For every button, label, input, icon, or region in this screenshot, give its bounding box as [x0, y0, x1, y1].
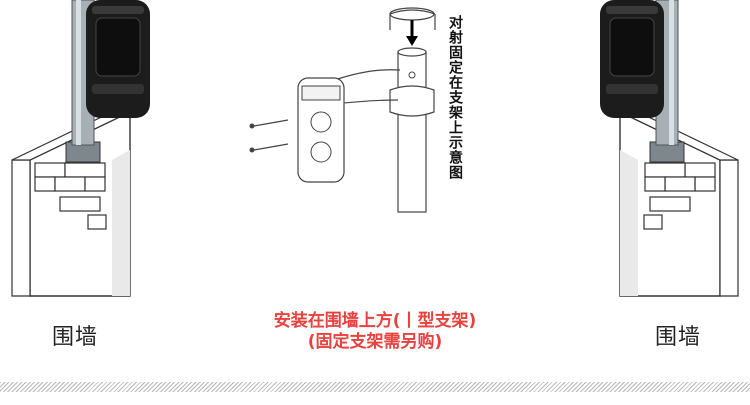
right-caption: 围墙 [655, 325, 702, 350]
screw [253, 119, 289, 151]
right-wall-illustration [600, 0, 739, 297]
center-pole [397, 51, 427, 213]
bracket-illustration [249, 7, 436, 213]
bracket-diagram [240, 0, 450, 230]
install-note-line1: 安装在围墙上方(丨型支架) [273, 311, 477, 331]
brick-wall [34, 162, 107, 230]
pipe-clamp [389, 9, 436, 30]
left-caption: 围墙 [52, 325, 99, 350]
left-wall-figure [0, 0, 200, 300]
diagram-vertical-label: 对射固定在支架上示意图 [447, 15, 463, 180]
hatched-divider [0, 382, 750, 392]
left-wall-illustration [11, 0, 150, 297]
right-wall-figure [550, 0, 750, 300]
install-note-line2: (固定支架需另购) [307, 332, 443, 352]
